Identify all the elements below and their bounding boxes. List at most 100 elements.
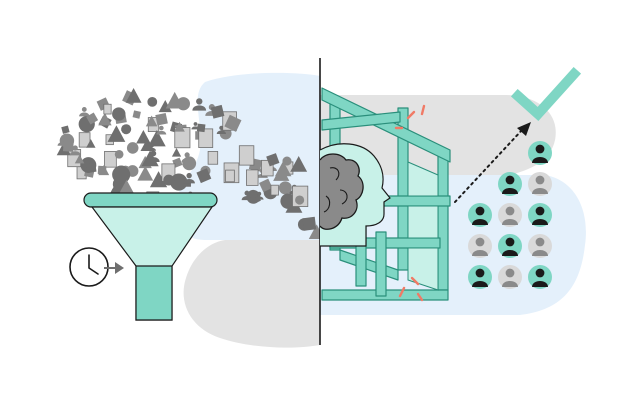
lattice-panel: [407, 205, 439, 239]
spark-line: [416, 292, 424, 302]
data-shape: [112, 107, 126, 121]
data-shape: [147, 96, 158, 107]
data-shape: [280, 193, 296, 209]
person-icon: [498, 265, 522, 289]
data-shape: [61, 125, 70, 134]
checkmark-icon: [510, 66, 582, 122]
data-shape: [254, 191, 264, 200]
trend-dotted-line: [454, 129, 523, 203]
data-shape: [62, 141, 74, 152]
data-shape: [207, 151, 219, 165]
lattice-beam: [321, 87, 451, 163]
people-grid: [468, 141, 552, 289]
funnel-rim: [83, 192, 218, 208]
data-shape: [170, 173, 188, 191]
data-shape: [112, 165, 131, 184]
data-shape: [145, 115, 158, 127]
lattice-panel: [407, 247, 439, 291]
clock-hands: [88, 254, 99, 275]
person-icon: [498, 234, 522, 258]
brain-icon: [319, 153, 364, 230]
data-shape: [266, 153, 280, 167]
data-shape: [137, 165, 154, 181]
data-shape: [196, 168, 212, 184]
data-shape: [86, 162, 97, 173]
data-shape: [171, 147, 182, 157]
data-shape: [278, 181, 292, 195]
data-shape: [259, 178, 273, 193]
data-shape: [241, 190, 253, 201]
arrow-head: [115, 262, 124, 274]
data-shape: [198, 128, 214, 148]
person-icon: [498, 203, 522, 227]
person-icon: [528, 234, 552, 258]
data-shape: [192, 98, 207, 111]
data-shape: [74, 154, 85, 164]
data-shape: [97, 165, 107, 175]
data-shape: [136, 130, 151, 144]
lattice-panel: [407, 161, 439, 197]
data-shape: [146, 150, 160, 162]
data-shape: [163, 174, 175, 186]
spark-marks: [394, 104, 426, 302]
data-shape: [176, 97, 191, 111]
data-shape: [158, 99, 172, 113]
data-shape: [132, 110, 141, 119]
data-shape: [86, 112, 99, 125]
person-icon: [528, 141, 552, 165]
data-shape: [121, 124, 132, 135]
data-shape: [191, 122, 200, 130]
data-shape: [282, 156, 292, 166]
person-icon: [468, 234, 492, 258]
person-icon: [498, 172, 522, 196]
data-shape: [246, 189, 261, 204]
data-shape: [125, 87, 142, 103]
spark-line: [406, 110, 416, 120]
clock-icon: [69, 247, 109, 287]
data-shape: [274, 161, 292, 177]
data-shape: [290, 156, 308, 172]
gray-blob-left: [183, 240, 320, 348]
person-icon: [468, 203, 492, 227]
trend-arrow-head: [517, 122, 531, 136]
data-shape: [126, 142, 139, 154]
data-shape: [86, 139, 96, 148]
data-shape: [104, 150, 117, 168]
data-shape: [246, 169, 259, 186]
data-shape: [216, 125, 227, 135]
data-shape: [181, 152, 193, 163]
data-shape: [149, 171, 168, 188]
data-shape: [140, 138, 155, 151]
data-shape: [155, 112, 168, 126]
funnel-spout-fill: [135, 265, 173, 321]
spark-line: [410, 276, 420, 286]
data-shape: [148, 129, 166, 147]
spark-line: [398, 286, 406, 298]
data-shape: [270, 184, 279, 196]
data-shape: [69, 145, 81, 156]
brain-folds: [323, 167, 348, 213]
data-shape: [225, 169, 235, 183]
person-icon: [528, 203, 552, 227]
person-icon: [468, 265, 492, 289]
data-shape: [295, 195, 305, 205]
data-shape: [117, 179, 136, 197]
data-shape: [302, 216, 317, 231]
trend-arrow: [454, 122, 531, 203]
data-shape: [174, 121, 185, 132]
funnel-icon: [83, 192, 218, 321]
data-shape: [224, 114, 242, 132]
data-shape: [114, 149, 124, 159]
arrow-right-icon: [104, 262, 124, 274]
data-shape: [210, 104, 225, 119]
spark-line: [420, 104, 426, 116]
lattice-post: [437, 149, 449, 291]
data-shape: [196, 123, 206, 133]
data-shape: [107, 125, 126, 142]
data-shape: [78, 132, 91, 148]
data-shape: [261, 159, 274, 177]
data-shape: [103, 103, 112, 115]
data-shape: [183, 172, 195, 184]
